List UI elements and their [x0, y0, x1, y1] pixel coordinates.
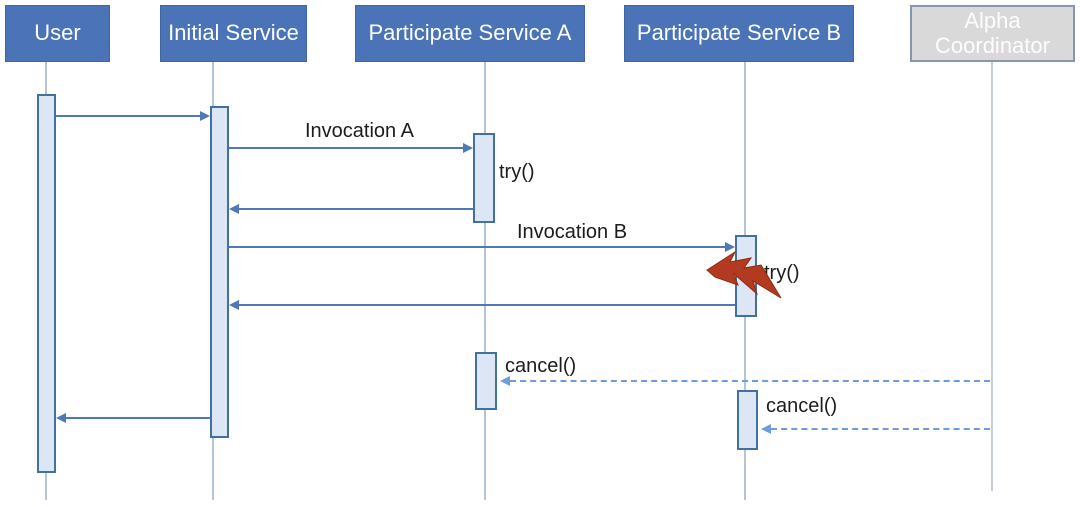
lifeline-alpha-coordinator [991, 62, 993, 491]
activation-initial-service [210, 106, 229, 438]
arrowhead-left-icon [229, 204, 239, 214]
arrowhead-left-icon [761, 424, 771, 434]
lifeline-service-a [484, 62, 486, 500]
message-cancel-b [771, 428, 990, 430]
arrowhead-left-icon [500, 376, 510, 386]
message-return-b [239, 304, 735, 306]
activation-service-a-cancel [475, 352, 497, 410]
participant-service-a: Participate Service A [355, 5, 585, 62]
message-return-to-user [66, 417, 210, 419]
message-invocation-b [229, 246, 726, 248]
arrowhead-right-icon [200, 111, 210, 121]
participant-user: User [5, 5, 110, 62]
activation-label-try-b: try() [764, 262, 800, 284]
message-label-invocation-a: Invocation A [305, 120, 414, 142]
activation-service-a-try [473, 133, 495, 223]
failure-lightning-icon [706, 251, 782, 299]
participant-alpha-coordinator: Alpha Coordinator [910, 5, 1075, 62]
arrowhead-right-icon [725, 242, 735, 252]
arrowhead-right-icon [463, 143, 473, 153]
arrowhead-left-icon [229, 300, 239, 310]
message-return-a [239, 208, 473, 210]
message-user-to-initial [56, 115, 201, 117]
participant-service-b: Participate Service B [624, 5, 854, 62]
activation-service-b-cancel [737, 390, 758, 450]
activation-label-try-a: try() [499, 161, 535, 183]
message-cancel-a [510, 380, 990, 382]
message-label-invocation-b: Invocation B [517, 221, 628, 243]
message-invocation-a [229, 147, 464, 149]
activation-user [37, 94, 56, 473]
message-label-cancel-b: cancel() [766, 395, 838, 417]
participant-initial-service: Initial Service [160, 5, 307, 62]
message-label-cancel-a: cancel() [505, 355, 577, 377]
arrowhead-left-icon [56, 413, 66, 423]
